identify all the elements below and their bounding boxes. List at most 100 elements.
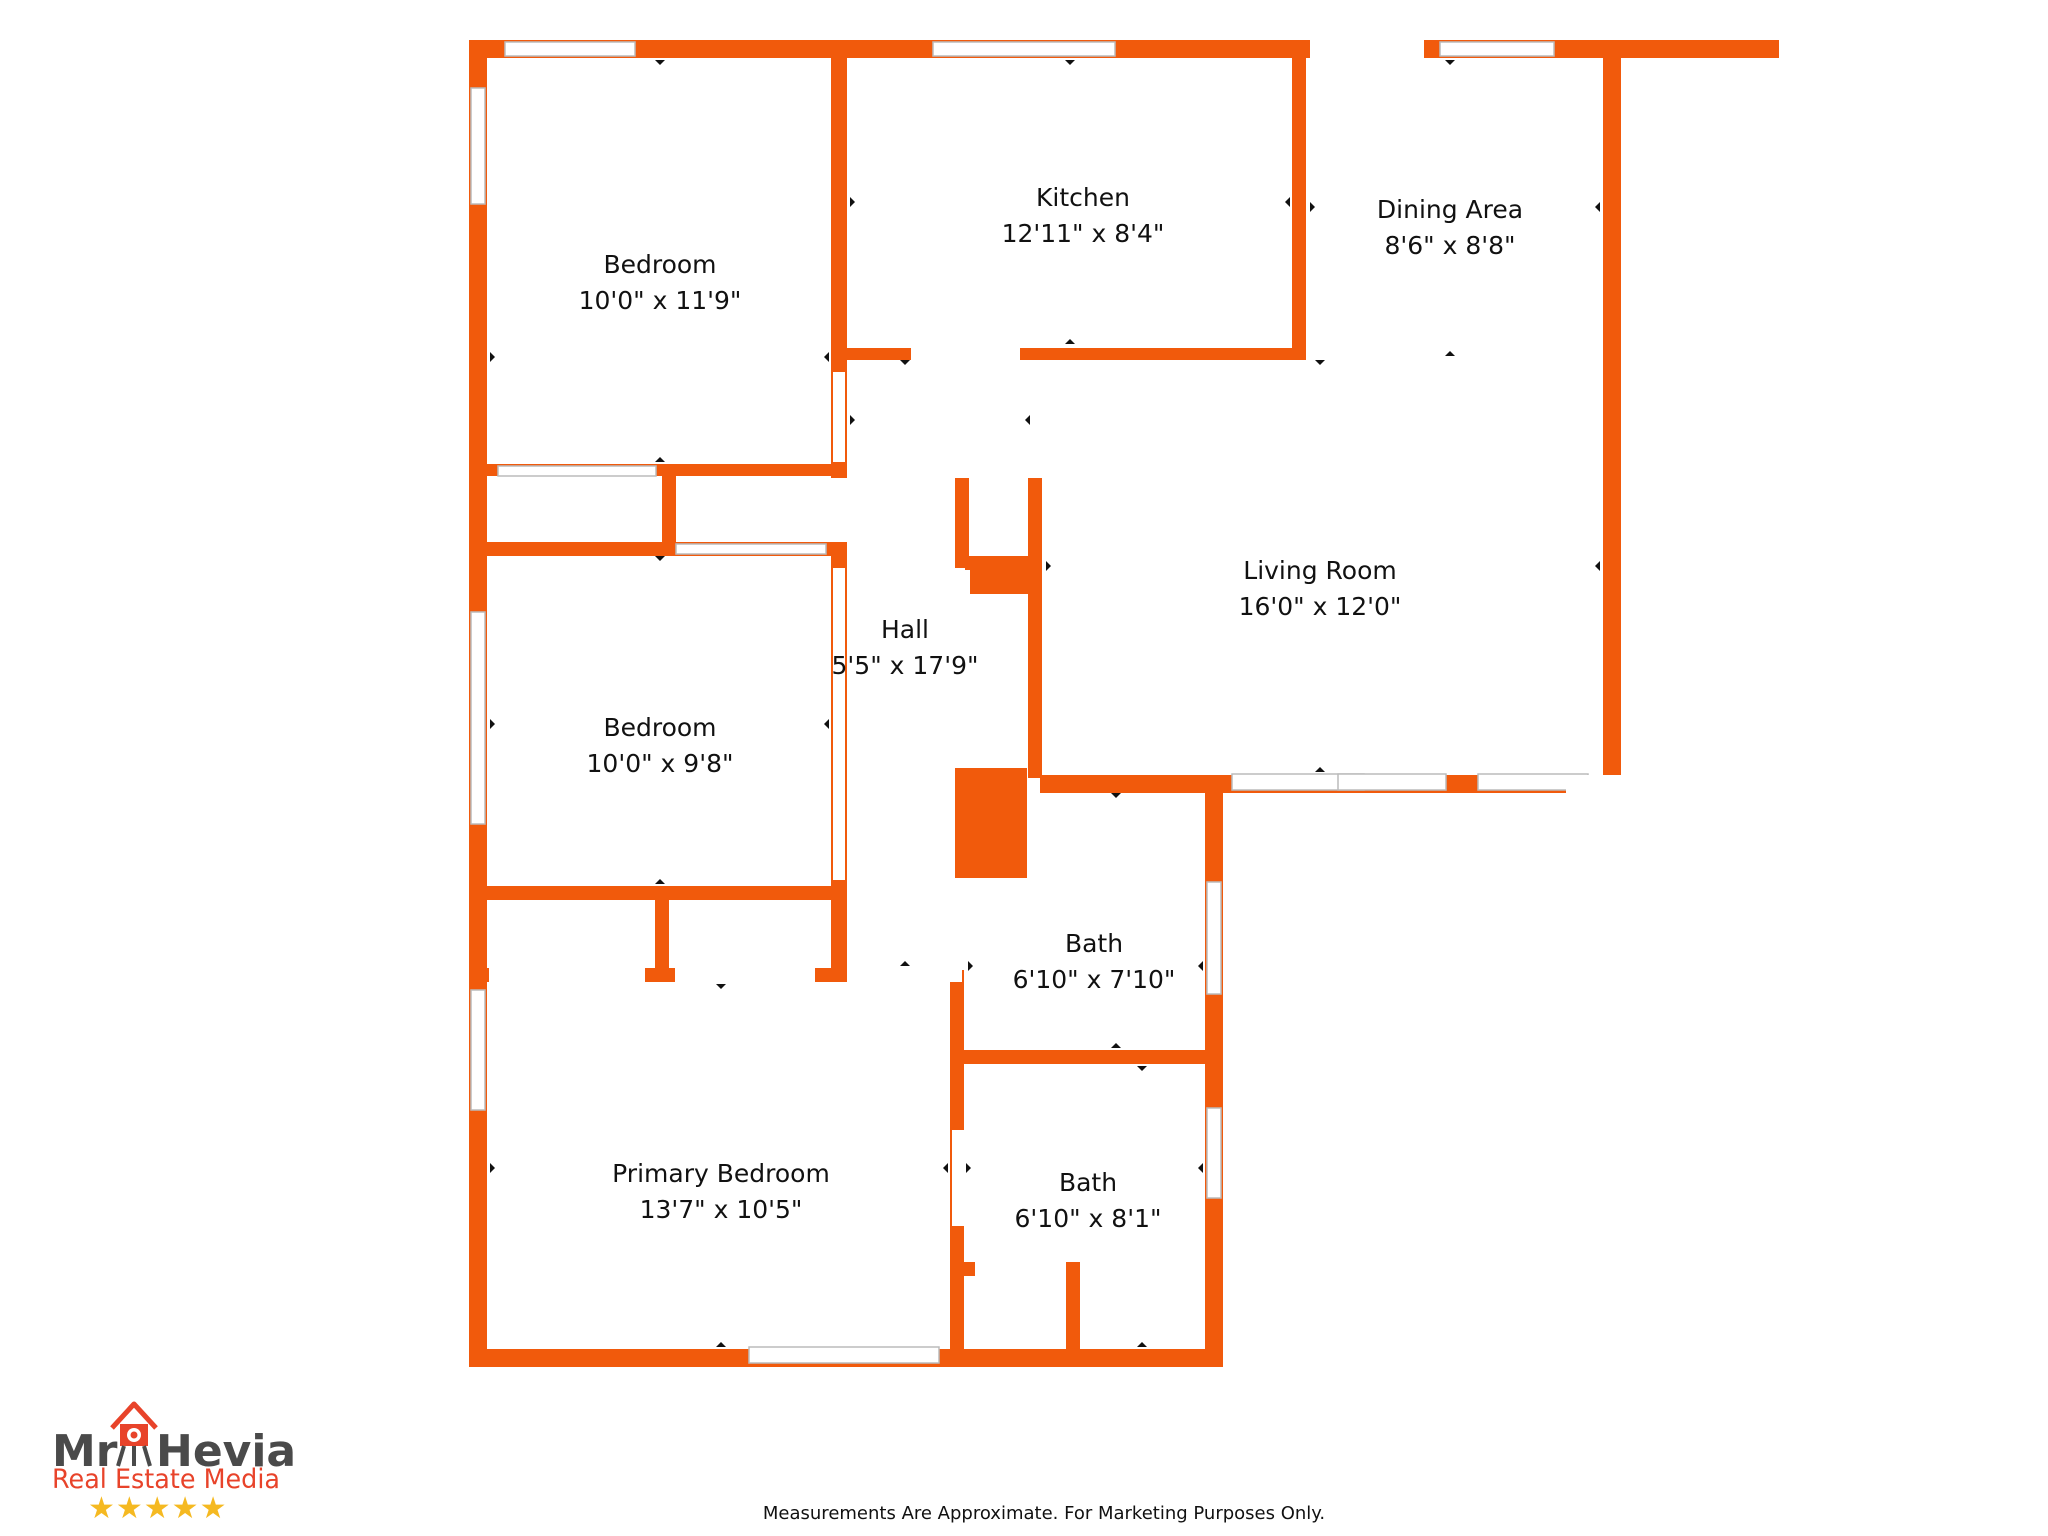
door-opening xyxy=(1566,775,1621,793)
dimension-marker xyxy=(1595,202,1600,212)
rating-stars-icon: ★★★★★ xyxy=(88,1491,227,1526)
room-name: Primary Bedroom xyxy=(612,1159,830,1188)
dimension-marker xyxy=(966,1163,971,1173)
dimension-marker xyxy=(1285,197,1290,207)
wall-segment xyxy=(1020,348,1306,360)
room-size: 16'0" x 12'0" xyxy=(1239,592,1402,621)
wall-segment xyxy=(469,968,489,982)
dimension-marker xyxy=(1046,561,1051,571)
wall-segment xyxy=(1603,40,1621,793)
dimension-marker xyxy=(655,879,665,884)
dimension-marker xyxy=(824,352,829,362)
dimension-marker xyxy=(1137,1066,1147,1071)
room-size: 10'0" x 9'8" xyxy=(587,749,734,778)
dimension-marker xyxy=(943,1163,948,1173)
dimension-marker xyxy=(1315,767,1325,772)
window-opening xyxy=(470,87,486,205)
dimension-marker xyxy=(968,961,973,971)
dimension-marker xyxy=(1198,1163,1203,1173)
wall-segment xyxy=(815,968,847,982)
dimension-marker xyxy=(1310,202,1315,212)
wall-segment xyxy=(955,768,1027,878)
wall-segment xyxy=(655,886,669,978)
room-living-room: Living Room 16'0" x 12'0" xyxy=(1239,556,1402,621)
wall-segment xyxy=(831,40,847,478)
door-opening xyxy=(955,880,965,966)
room-name: Bedroom xyxy=(603,250,716,279)
wall-segment xyxy=(1205,775,1223,1367)
room-primary-bedroom: Primary Bedroom 13'7" x 10'5" xyxy=(612,1159,830,1224)
dimension-marker xyxy=(1137,1342,1147,1347)
wall-segment xyxy=(1028,478,1042,778)
dimension-marker xyxy=(490,719,495,729)
room-name: Kitchen xyxy=(1036,183,1130,212)
door-opening xyxy=(847,968,962,982)
room-size: 8'6" x 8'8" xyxy=(1384,231,1515,260)
disclaimer-text: Measurements Are Approximate. For Market… xyxy=(763,1503,1325,1524)
room-name: Bath xyxy=(1059,1168,1117,1197)
door-opening xyxy=(675,968,815,982)
room-size: 12'11" x 8'4" xyxy=(1002,219,1165,248)
brand-logo: Mr Hevia Real Estate Media ★★★★★ xyxy=(52,1401,296,1526)
dimension-marker xyxy=(850,197,855,207)
dimension-marker xyxy=(1111,1043,1121,1048)
wall-segment xyxy=(662,464,676,556)
wall-segment xyxy=(955,1262,975,1276)
room-name: Bath xyxy=(1065,929,1123,958)
window-opening xyxy=(932,41,1116,57)
window-opening xyxy=(497,465,657,477)
wall-segment xyxy=(1066,1262,1080,1367)
room-size: 6'10" x 8'1" xyxy=(1015,1204,1162,1233)
dimension-marker xyxy=(900,961,910,966)
dimension-marker xyxy=(1065,339,1075,344)
room-size: 10'0" x 11'9" xyxy=(579,286,742,315)
dimension-marker xyxy=(1065,60,1075,65)
wall-segment xyxy=(955,478,969,568)
window-opening xyxy=(1206,1107,1222,1199)
room-bedroom-2: Bedroom 10'0" x 9'8" xyxy=(587,713,734,778)
dimension-marker xyxy=(1445,351,1455,356)
dimension-marker xyxy=(824,719,829,729)
logo-tagline: Real Estate Media xyxy=(52,1464,280,1495)
dimension-markers xyxy=(490,60,1600,1347)
door-opening xyxy=(1310,40,1424,58)
dimension-marker xyxy=(1315,360,1325,365)
wall-segment xyxy=(965,556,1038,594)
door-opening xyxy=(1032,362,1042,472)
house-camera-icon xyxy=(110,1401,158,1467)
dimension-marker xyxy=(1445,60,1455,65)
dimension-marker xyxy=(655,457,665,462)
dimension-marker xyxy=(900,360,910,365)
room-hall: Hall 5'5" x 17'9" xyxy=(832,615,979,680)
room-size: 13'7" x 10'5" xyxy=(640,1195,803,1224)
door-opening xyxy=(911,348,1020,360)
window-opening xyxy=(1439,41,1555,57)
dimension-marker xyxy=(1111,793,1121,798)
dimension-marker xyxy=(716,984,726,989)
window-opening xyxy=(1206,881,1222,995)
room-name: Living Room xyxy=(1243,556,1396,585)
dimension-marker xyxy=(655,556,665,561)
wall-segment xyxy=(1292,40,1306,358)
door-opening xyxy=(833,372,845,462)
room-name: Bedroom xyxy=(603,713,716,742)
windows xyxy=(470,40,1621,1364)
dimension-marker xyxy=(1025,415,1030,425)
door-opening xyxy=(952,1130,964,1226)
logo-mr-text: Mr xyxy=(52,1426,118,1477)
room-size: 5'5" x 17'9" xyxy=(832,651,979,680)
room-size: 6'10" x 7'10" xyxy=(1013,965,1176,994)
room-bath-2: Bath 6'10" x 8'1" xyxy=(1015,1168,1162,1233)
window-opening xyxy=(470,989,486,1111)
window-opening xyxy=(1337,773,1447,791)
dimension-marker xyxy=(490,1163,495,1173)
window-opening xyxy=(504,41,636,57)
dimension-marker xyxy=(1198,961,1203,971)
dimension-marker xyxy=(716,1342,726,1347)
wall-segment xyxy=(955,1050,1223,1064)
room-name: Dining Area xyxy=(1377,195,1523,224)
dimension-marker xyxy=(490,352,495,362)
dimension-marker xyxy=(1595,561,1600,571)
door-opening xyxy=(960,570,970,760)
